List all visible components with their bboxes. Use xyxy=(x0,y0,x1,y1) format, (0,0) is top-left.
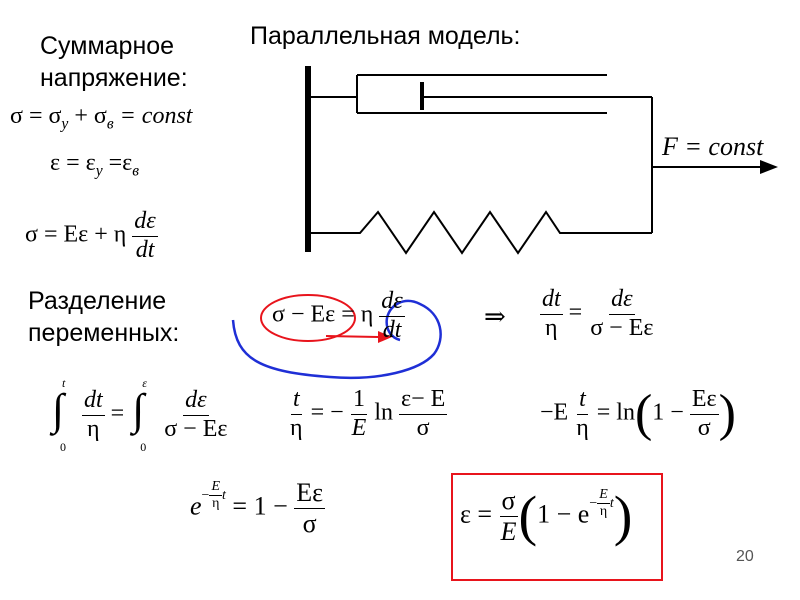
implies-symbol: ⇒ xyxy=(484,302,506,331)
page-number: 20 xyxy=(736,548,754,565)
spring xyxy=(308,210,652,255)
force-arrow-head xyxy=(760,160,778,174)
heading-separation: Разделение переменных: xyxy=(28,287,180,347)
eq-epsilon: ε = εу =εв xyxy=(50,150,140,180)
heading-total-stress: Суммарное напряжение: xyxy=(40,32,188,92)
red-ellipse xyxy=(260,294,356,342)
heading-parallel-model: Параллельная модель: xyxy=(250,22,521,50)
red-arrow-line xyxy=(325,335,379,338)
red-arrow-head xyxy=(378,331,392,343)
eq-sigma-sum: σ = σу + σв = const xyxy=(10,103,193,133)
blue-hand-stroke xyxy=(231,299,442,380)
final-result-frame xyxy=(451,473,663,581)
force-label: F = const xyxy=(662,132,764,161)
